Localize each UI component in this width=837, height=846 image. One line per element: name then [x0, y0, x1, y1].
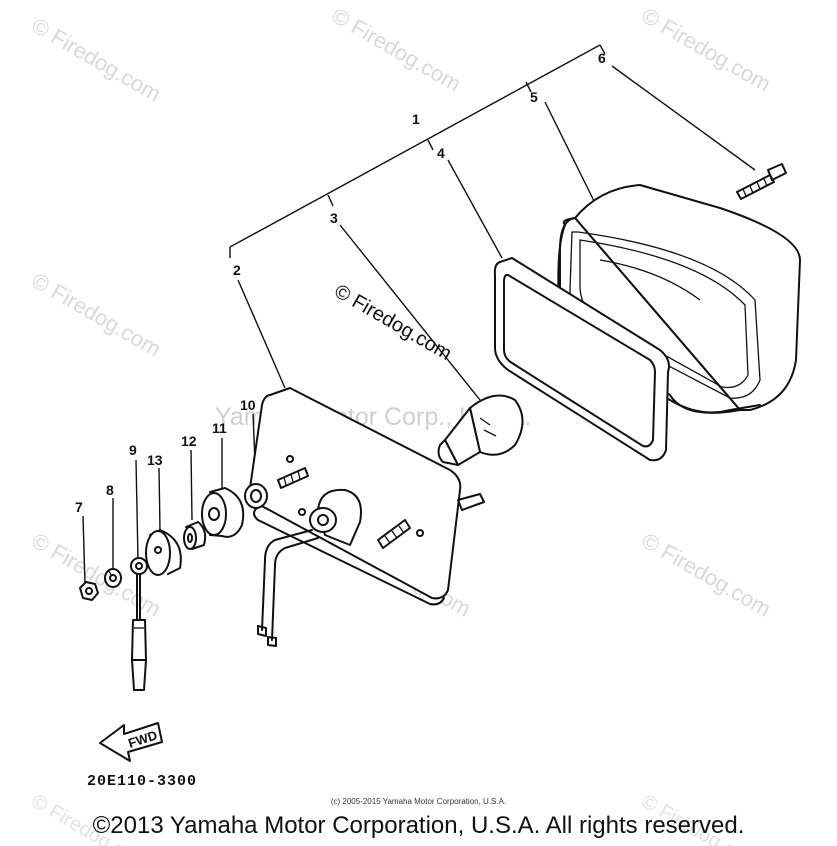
- part-damper[interactable]: [201, 487, 245, 538]
- part-terminal[interactable]: [130, 557, 148, 691]
- part-housing[interactable]: [248, 387, 485, 647]
- callout-numbers: 1 2 3 4 5 6 7 8 9 10 11 12 13: [75, 50, 606, 515]
- watermark: © Firedog.com: [28, 268, 166, 362]
- callout-7: 7: [75, 499, 83, 515]
- callout-11: 11: [212, 420, 227, 436]
- watermark: © Firedog.com: [28, 528, 166, 622]
- watermark: © Firedog.com: [638, 3, 776, 97]
- drawing-number: 20E110-3300: [87, 773, 198, 790]
- part-grommet[interactable]: [244, 483, 268, 509]
- leader-lines: [82, 65, 756, 586]
- part-nut[interactable]: [79, 581, 99, 601]
- forward-arrow: FWD: [99, 722, 163, 762]
- callout-10: 10: [240, 397, 256, 413]
- callout-3: 3: [330, 210, 338, 226]
- part-lock-washer[interactable]: [104, 568, 122, 588]
- part-gasket[interactable]: [493, 257, 670, 462]
- watermark: © Firedog.com: [638, 528, 776, 622]
- part-screw[interactable]: [736, 163, 787, 200]
- callout-9: 9: [129, 442, 137, 458]
- callout-4: 4: [437, 145, 445, 161]
- assembly-bracket: [229, 44, 606, 258]
- callout-6: 6: [598, 50, 606, 66]
- watermark-bold: © Firedog.com: [331, 280, 456, 365]
- callout-2: 2: [233, 262, 241, 278]
- part-collar[interactable]: [183, 521, 207, 550]
- callout-1: 1: [412, 111, 420, 127]
- copyright-main: ©2013 Yamaha Motor Corporation, U.S.A. A…: [92, 812, 745, 839]
- watermark: © Firedog.com: [28, 13, 166, 107]
- callout-5: 5: [530, 89, 538, 105]
- part-lens-cover[interactable]: [557, 184, 801, 414]
- part-bulb[interactable]: [437, 394, 524, 466]
- callout-12: 12: [181, 433, 197, 449]
- copyright-small: (c) 2005-2015 Yamaha Motor Corporation, …: [330, 797, 507, 806]
- part-washer[interactable]: [145, 529, 182, 576]
- watermark: © Firedog.com: [328, 3, 466, 97]
- callout-13: 13: [147, 452, 163, 468]
- callout-8: 8: [106, 482, 114, 498]
